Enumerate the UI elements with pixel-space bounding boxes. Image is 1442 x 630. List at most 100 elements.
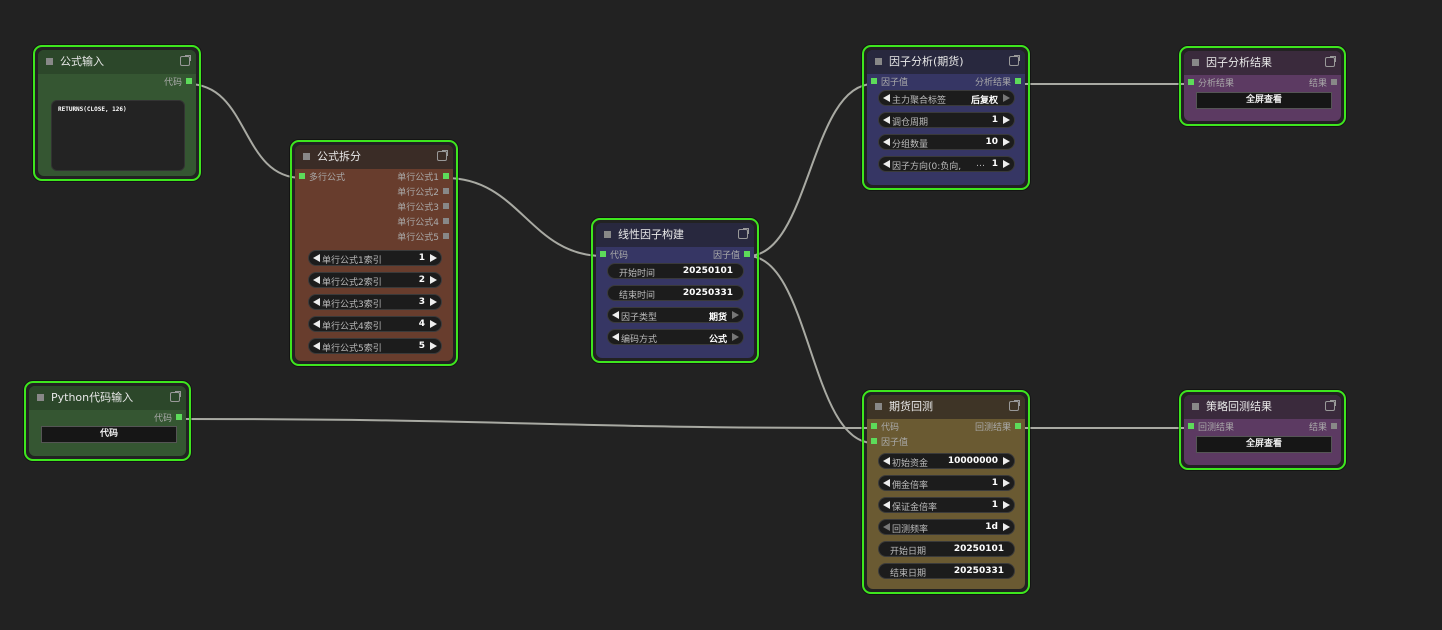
output-port[interactable] <box>186 78 192 84</box>
fullscreen-button[interactable]: 全屏查看 <box>1196 92 1332 109</box>
output-port[interactable] <box>443 233 449 239</box>
fullscreen-button[interactable]: 全屏查看 <box>1196 436 1332 453</box>
output-port[interactable] <box>443 188 449 194</box>
node-factor-analysis[interactable]: 因子分析(期货) 因子值 分析结果 主力聚合标签 后复权 调仓周期 1 <box>862 45 1030 190</box>
collapse-toggle[interactable] <box>1192 59 1199 66</box>
output-port[interactable] <box>1015 423 1021 429</box>
increment-arrow-icon[interactable] <box>1003 523 1010 531</box>
decrement-arrow-icon[interactable] <box>612 333 619 341</box>
initial-capital-widget[interactable]: 初始资金 10000000 <box>878 453 1015 469</box>
number-widget[interactable]: 单行公式2索引 2 <box>308 272 442 288</box>
decrement-arrow-icon[interactable] <box>883 160 890 168</box>
edit-icon[interactable] <box>738 228 749 239</box>
decrement-arrow-icon[interactable] <box>883 116 890 124</box>
edit-icon[interactable] <box>180 55 191 66</box>
decrement-arrow-icon[interactable] <box>883 501 890 509</box>
group-count-widget[interactable]: 分组数量 10 <box>878 134 1015 150</box>
edit-icon[interactable] <box>1009 55 1020 66</box>
collapse-toggle[interactable] <box>303 153 310 160</box>
collapse-toggle[interactable] <box>1192 403 1199 410</box>
backtest-frequency-combo[interactable]: 回测频率 1d <box>878 519 1015 535</box>
increment-arrow-icon[interactable] <box>732 311 739 319</box>
input-port[interactable] <box>1188 423 1194 429</box>
increment-arrow-icon[interactable] <box>1003 479 1010 487</box>
code-button[interactable]: 代码 <box>41 426 177 443</box>
input-port[interactable] <box>871 438 877 444</box>
number-widget[interactable]: 单行公式4索引 4 <box>308 316 442 332</box>
decrement-arrow-icon[interactable] <box>883 94 890 102</box>
increment-arrow-icon[interactable] <box>1003 116 1010 124</box>
decrement-arrow-icon[interactable] <box>313 342 320 350</box>
number-widget[interactable]: 单行公式5索引 5 <box>308 338 442 354</box>
input-port[interactable] <box>871 78 877 84</box>
rebalance-period-widget[interactable]: 调仓周期 1 <box>878 112 1015 128</box>
output-port[interactable] <box>744 251 750 257</box>
port-label: 代码 <box>610 251 629 261</box>
increment-arrow-icon[interactable] <box>1003 138 1010 146</box>
decrement-arrow-icon[interactable] <box>883 138 890 146</box>
decrement-arrow-icon[interactable] <box>313 254 320 262</box>
input-port[interactable] <box>871 423 877 429</box>
decrement-arrow-icon[interactable] <box>313 298 320 306</box>
output-port[interactable] <box>176 414 182 420</box>
node-linear-factor[interactable]: 线性因子构建 代码 因子值 开始时间 20250101 结束时间 2025033… <box>591 218 759 363</box>
increment-arrow-icon[interactable] <box>732 333 739 341</box>
increment-arrow-icon[interactable] <box>430 254 437 262</box>
commission-multiplier-widget[interactable]: 佣金倍率 1 <box>878 475 1015 491</box>
port-label: 分析结果 <box>974 78 1011 88</box>
start-date-field[interactable]: 开始日期 20250101 <box>878 541 1015 557</box>
number-widget[interactable]: 单行公式3索引 3 <box>308 294 442 310</box>
output-port[interactable] <box>1331 79 1337 85</box>
input-port[interactable] <box>299 173 305 179</box>
encoding-combo[interactable]: 编码方式 公式 <box>607 329 744 345</box>
edit-icon[interactable] <box>1325 400 1336 411</box>
widget-label: 单行公式5索引 <box>322 344 382 354</box>
formula-textarea[interactable]: RETURNS(CLOSE, 126) <box>51 100 185 171</box>
adjust-type-combo[interactable]: 主力聚合标签 后复权 <box>878 90 1015 106</box>
output-port[interactable] <box>443 218 449 224</box>
node-factor-result[interactable]: 因子分析结果 分析结果 结果 全屏查看 <box>1179 46 1346 126</box>
edit-icon[interactable] <box>170 391 181 402</box>
decrement-arrow-icon[interactable] <box>883 523 890 531</box>
factor-direction-widget[interactable]: 因子方向(0:负向, … 1 <box>878 156 1015 172</box>
collapse-toggle[interactable] <box>37 394 44 401</box>
edit-icon[interactable] <box>1325 56 1336 67</box>
input-port[interactable] <box>1188 79 1194 85</box>
end-date-field[interactable]: 结束日期 20250331 <box>878 563 1015 579</box>
node-backtest-result[interactable]: 策略回测结果 回测结果 结果 全屏查看 <box>1179 390 1346 470</box>
decrement-arrow-icon[interactable] <box>612 311 619 319</box>
increment-arrow-icon[interactable] <box>1003 160 1010 168</box>
increment-arrow-icon[interactable] <box>1003 501 1010 509</box>
decrement-arrow-icon[interactable] <box>313 276 320 284</box>
collapse-toggle[interactable] <box>604 231 611 238</box>
margin-multiplier-widget[interactable]: 保证金倍率 1 <box>878 497 1015 513</box>
increment-arrow-icon[interactable] <box>430 342 437 350</box>
end-time-field[interactable]: 结束时间 20250331 <box>607 285 744 301</box>
output-port[interactable] <box>443 173 449 179</box>
number-widget[interactable]: 单行公式1索引 1 <box>308 250 442 266</box>
start-time-field[interactable]: 开始时间 20250101 <box>607 263 744 279</box>
node-formula-input[interactable]: 公式输入 代码 RETURNS(CLOSE, 126) <box>33 45 201 181</box>
increment-arrow-icon[interactable] <box>1003 457 1010 465</box>
edit-icon[interactable] <box>1009 400 1020 411</box>
decrement-arrow-icon[interactable] <box>883 457 890 465</box>
widget-value: 3 <box>418 297 425 307</box>
collapse-toggle[interactable] <box>875 403 882 410</box>
input-port[interactable] <box>600 251 606 257</box>
factor-type-combo[interactable]: 因子类型 期货 <box>607 307 744 323</box>
node-futures-backtest[interactable]: 期货回测 代码 回测结果 因子值 初始资金 10000000 佣 <box>862 390 1030 594</box>
node-python-input[interactable]: Python代码输入 代码 代码 <box>24 381 191 461</box>
collapse-toggle[interactable] <box>875 58 882 65</box>
increment-arrow-icon[interactable] <box>430 298 437 306</box>
edit-icon[interactable] <box>437 150 448 161</box>
increment-arrow-icon[interactable] <box>1003 94 1010 102</box>
output-port[interactable] <box>1015 78 1021 84</box>
output-port[interactable] <box>443 203 449 209</box>
decrement-arrow-icon[interactable] <box>313 320 320 328</box>
increment-arrow-icon[interactable] <box>430 276 437 284</box>
increment-arrow-icon[interactable] <box>430 320 437 328</box>
collapse-toggle[interactable] <box>46 58 53 65</box>
output-port[interactable] <box>1331 423 1337 429</box>
decrement-arrow-icon[interactable] <box>883 479 890 487</box>
node-formula-split[interactable]: 公式拆分 多行公式 单行公式1 单行公式2 单行公式3 单行公式4 <box>290 140 458 366</box>
